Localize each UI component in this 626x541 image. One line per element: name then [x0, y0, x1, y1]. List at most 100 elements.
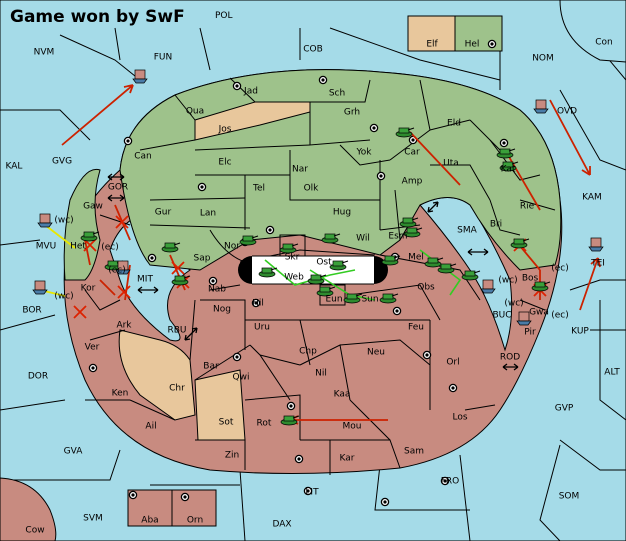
land-orn: Orn	[187, 516, 203, 526]
supply-center-core	[183, 495, 187, 499]
army-icon[interactable]	[395, 127, 415, 138]
sea-kam: KAM	[582, 193, 602, 203]
army-icon[interactable]	[499, 161, 519, 172]
land-zin: Zin	[225, 451, 239, 461]
land-gaw: Gaw	[83, 202, 103, 212]
land-sap: Sap	[194, 254, 211, 264]
land-sun: Sun	[361, 295, 378, 305]
land-mou: Mou	[343, 422, 362, 432]
coast-ec-3: (ec)	[551, 264, 569, 274]
army-icon[interactable]	[399, 217, 419, 228]
supply-center-core	[306, 489, 310, 493]
land-rot: Rot	[257, 419, 272, 429]
fleet-icon[interactable]	[37, 213, 53, 228]
land-skr: Skr	[285, 253, 300, 263]
army-icon[interactable]	[307, 274, 327, 285]
sea-fun: FUN	[154, 53, 173, 63]
supply-center-core	[490, 42, 494, 46]
land-hil: Hil	[252, 299, 264, 309]
army-icon[interactable]	[329, 260, 349, 271]
green-region	[119, 69, 562, 271]
sea-alt: ALT	[604, 368, 620, 378]
land-sch: Sch	[329, 89, 345, 99]
army-icon[interactable]	[171, 275, 191, 286]
land-web: Web	[284, 273, 304, 283]
army-icon[interactable]	[510, 238, 530, 249]
land-olk: Olk	[304, 184, 320, 194]
coast-ec-4: (ec)	[551, 311, 569, 321]
supply-center-core	[289, 404, 293, 408]
fleet-icon[interactable]	[533, 99, 549, 114]
army-icon[interactable]	[258, 267, 278, 278]
sea-cow	[0, 477, 57, 541]
sea-cob: COB	[303, 45, 323, 55]
army-icon[interactable]	[379, 293, 399, 304]
fleet-icon[interactable]	[132, 69, 148, 84]
dislodge-cross-icon	[115, 215, 129, 229]
legend-hel-label: Hel	[465, 40, 480, 50]
army-icon[interactable]	[437, 263, 457, 274]
legend-elf-label: Elf	[426, 40, 438, 50]
army-icon[interactable]	[279, 243, 299, 254]
fleet-icon[interactable]	[516, 311, 532, 326]
land-ail: Ail	[145, 422, 156, 432]
supply-center-core	[200, 185, 204, 189]
supply-center-core	[379, 174, 383, 178]
army-icon[interactable]	[80, 231, 100, 242]
page-title: Game won by SwF	[10, 7, 185, 27]
land-car: Car	[404, 148, 420, 158]
sea-lit: LIT	[305, 488, 319, 498]
land-los: Los	[452, 413, 467, 423]
land-jos: Jos	[218, 125, 232, 135]
army-icon[interactable]	[496, 148, 516, 159]
army-icon[interactable]	[531, 281, 551, 292]
army-icon[interactable]	[316, 286, 336, 297]
coast-ec-2: (ec)	[108, 266, 126, 276]
fleet-icon[interactable]	[115, 260, 131, 275]
supply-centers	[88, 39, 509, 507]
dislodge-cross-icon	[171, 261, 185, 275]
supply-center-core	[425, 353, 429, 357]
sea-bor: BOR	[22, 306, 41, 316]
army-icon[interactable]	[424, 257, 444, 268]
supply-center-core	[126, 139, 130, 143]
land-grh: Grh	[344, 108, 360, 118]
land-bos: Bos	[522, 274, 539, 284]
fleet-icon[interactable]	[588, 237, 604, 252]
sea-fro: FRO	[441, 477, 460, 487]
fleet-icon[interactable]	[480, 279, 496, 294]
army-icon[interactable]	[403, 227, 423, 238]
sea-mit: MIT	[137, 275, 153, 285]
land-elc: Elc	[218, 158, 231, 168]
supply-center-core	[131, 493, 135, 497]
sea-con: Con	[595, 38, 613, 48]
sea-rbu: RBU	[167, 326, 186, 336]
land-kar: Kar	[340, 454, 355, 464]
coast-labels: (wc) (ec) (ec) (wc) (wc) (ec) (wc) (ec)	[54, 216, 568, 321]
sea-dax: DAX	[272, 520, 291, 530]
land-ken: Ken	[112, 389, 129, 399]
sea-dor: DOR	[28, 372, 48, 382]
army-icon[interactable]	[321, 233, 341, 244]
land-orl: Orl	[446, 358, 459, 368]
fleet-icon[interactable]	[32, 280, 48, 295]
land-rie: Rie	[520, 202, 535, 212]
army-icon[interactable]	[461, 270, 481, 281]
page-subtitle: POL	[215, 11, 233, 21]
army-icon[interactable]	[381, 255, 401, 266]
sea-rod: ROD	[500, 353, 520, 363]
sea-sma: SMA	[457, 226, 477, 236]
land-uru: Uru	[254, 323, 270, 333]
supply-center-core	[150, 256, 154, 260]
land-yok: Yok	[355, 148, 372, 158]
army-icon[interactable]	[161, 242, 181, 253]
land-wil: Wil	[356, 234, 370, 244]
supply-center-core	[91, 366, 95, 370]
army-icon[interactable]	[280, 415, 300, 426]
army-icon[interactable]	[239, 235, 259, 246]
land-ost: Ost	[316, 258, 332, 268]
sea-ovd: OVD	[557, 107, 577, 117]
army-icon[interactable]	[343, 293, 363, 304]
